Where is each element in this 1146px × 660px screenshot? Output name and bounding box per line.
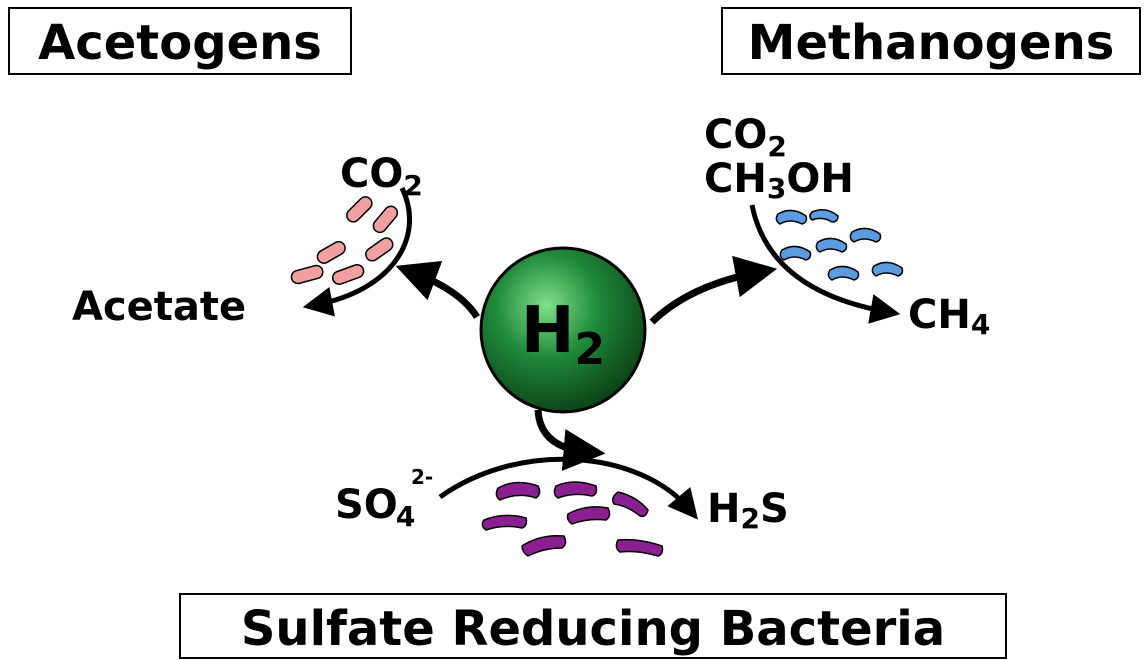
methanogens-title-box: Methanogens — [721, 7, 1141, 75]
arrow-to-acetogens — [395, 260, 480, 319]
acetogens-title-box: Acetogens — [8, 7, 352, 75]
methanogens-title: Methanogens — [748, 15, 1115, 71]
methanogen-substrate-methanol: CH3OH — [704, 156, 854, 205]
sulfate-reducers-title-box: Sulfate Reducing Bacteria — [179, 593, 1007, 659]
sulfate-substrate: SO4 — [335, 482, 415, 533]
methanogen-bacteria-icon — [775, 209, 904, 281]
acetogens-title: Acetogens — [38, 15, 322, 71]
sulfate-reducers-title: Sulfate Reducing Bacteria — [241, 601, 945, 657]
acetogen-product: Acetate — [72, 284, 246, 330]
methanogen-product: CH4 — [908, 292, 990, 341]
arrow-to-methanogens — [649, 255, 778, 325]
sulfate-charge: 2- — [411, 465, 433, 489]
acetogen-reaction-arrow — [302, 186, 412, 317]
sulfate-bacteria-icon — [481, 481, 664, 557]
hydrogen-sphere: H2 — [479, 246, 647, 414]
methanogen-substrate-co2: CO2 — [704, 112, 787, 163]
sulfate-reaction-arrow — [438, 456, 699, 520]
methanogen-reaction-arrow — [749, 204, 901, 324]
sulfate-product: H2S — [707, 486, 789, 535]
arrow-to-sulfate-reducers — [534, 409, 606, 471]
acetogen-bacteria-icon — [290, 196, 399, 285]
hydrogen-label: H2 — [521, 294, 605, 375]
acetogen-substrate: CO2 — [340, 151, 423, 202]
